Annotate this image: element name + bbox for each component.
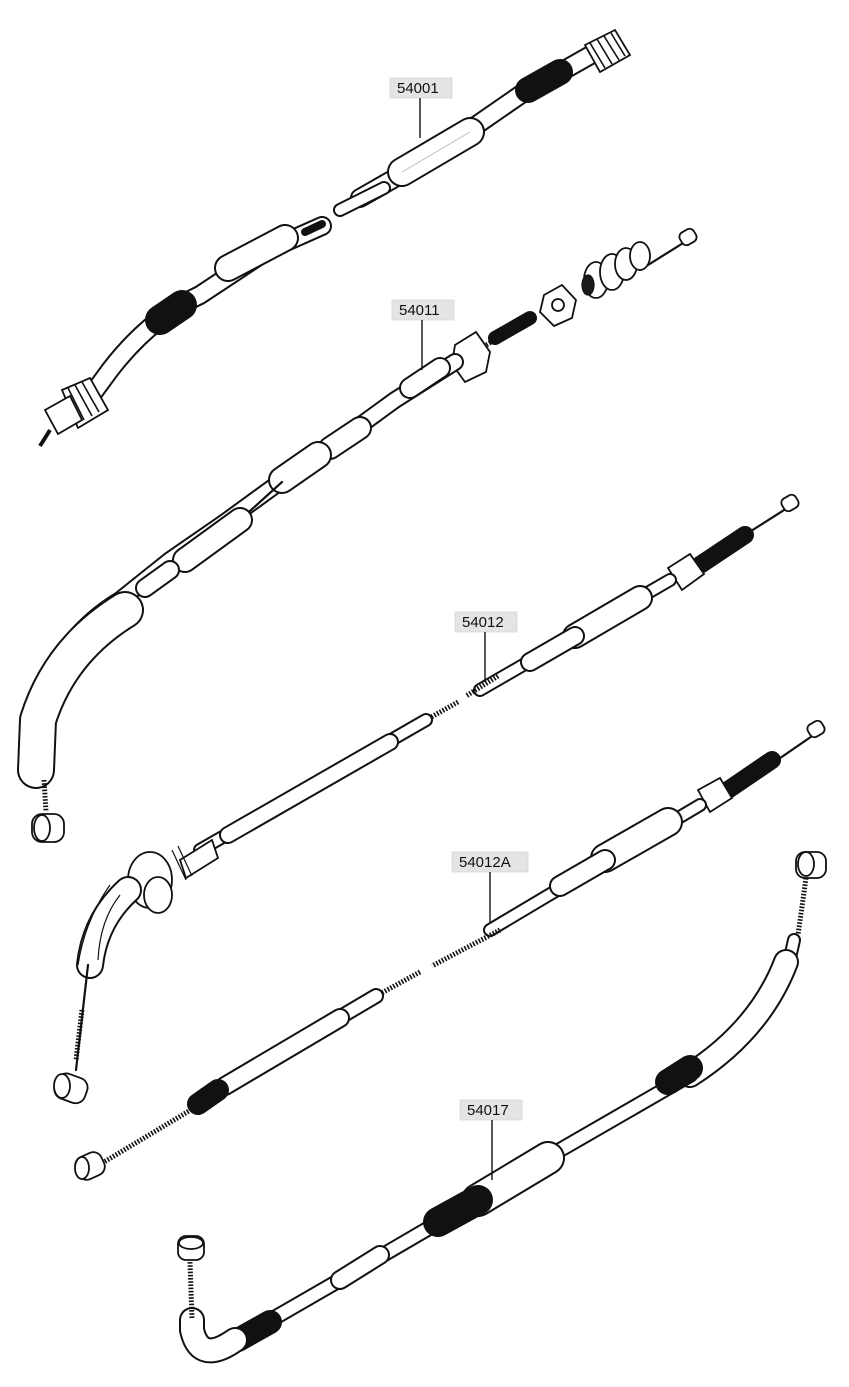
- cable-54017-bottom-nipple: [177, 1235, 205, 1261]
- speedometer-cable-54001: 54001: [38, 28, 632, 448]
- cable-54012a: 54012A: [74, 719, 826, 1181]
- part-label-54012a: 54012A: [451, 851, 529, 924]
- cable-54011: 54011: [17, 227, 698, 843]
- cable-54001-lower-section: [38, 216, 332, 448]
- cable-54012-bottom-nipple: [53, 1072, 89, 1105]
- cable-54011-top-nipple: [678, 227, 698, 247]
- part-label-54012: 54012: [454, 611, 518, 682]
- cable-54011-spring: [581, 241, 651, 299]
- cable-54001-top-knurled-nut: [583, 28, 632, 74]
- part-number-54012: 54012: [462, 614, 504, 631]
- part-number-54011: 54011: [399, 302, 440, 319]
- cable-54012a-bottom-nipple: [74, 1151, 106, 1181]
- cable-54012-top-nipple: [780, 493, 800, 513]
- part-number-54012a: 54012A: [459, 854, 511, 871]
- cable-54001-bottom-knurled-nut: [38, 376, 110, 448]
- cable-54012: 54012: [53, 493, 800, 1105]
- cable-54017-top-nipple: [795, 851, 827, 879]
- part-number-54017: 54017: [467, 1102, 509, 1119]
- cable-54012-grommet: [127, 838, 220, 914]
- part-label-54011: 54011: [391, 299, 455, 370]
- cable-54011-bottom-nipple: [31, 813, 65, 843]
- part-label-54017: 54017: [459, 1099, 523, 1180]
- cable-54001-upper-section: [333, 28, 632, 217]
- part-label-54001: 54001: [389, 77, 453, 138]
- cable-54012a-top-nipple: [806, 719, 826, 739]
- part-number-54001: 54001: [397, 80, 439, 97]
- cable-54011-locknut: [539, 283, 577, 328]
- cable-54017: 54017: [177, 851, 827, 1364]
